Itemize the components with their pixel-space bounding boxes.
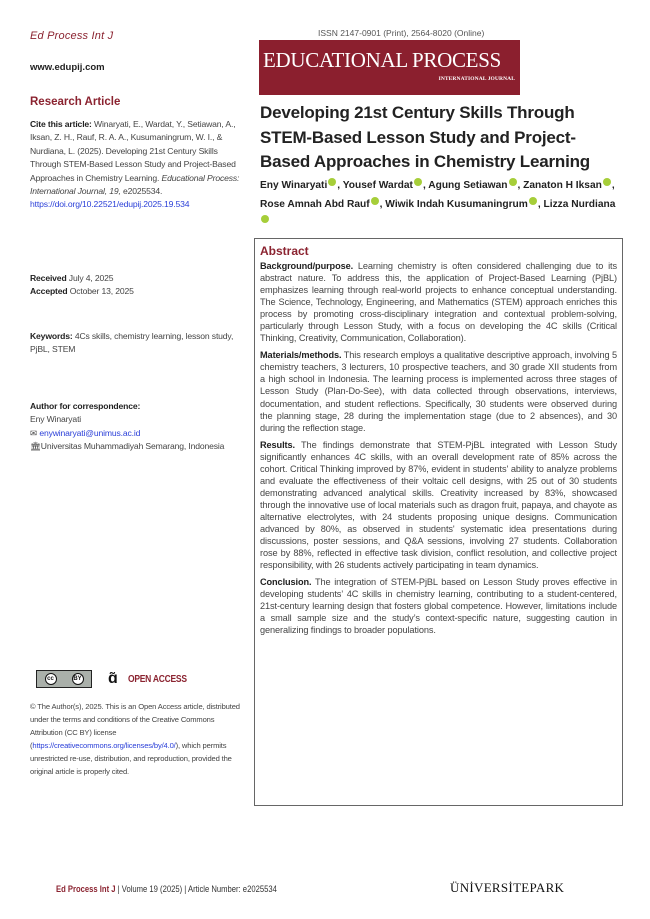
abstract-background: Background/purpose. Learning chemistry i…: [260, 260, 617, 344]
orcid-icon[interactable]: [370, 196, 379, 205]
license-badges: cc BY ɑ̃ OPEN ACCESS: [36, 670, 197, 688]
section-label: Materials/methods.: [260, 350, 342, 361]
orcid-icon[interactable]: [328, 178, 337, 186]
abstract-methods: Materials/methods. This research employs…: [260, 349, 617, 433]
cite-label: Cite this article:: [30, 119, 92, 129]
dates: Received July 4, 2025 Accepted October 1…: [30, 272, 248, 299]
section-text: The findings demonstrate that STEM-PjBL …: [260, 439, 617, 571]
abstract-results: Results. The findings demonstrate that S…: [260, 439, 617, 572]
orcid-icon[interactable]: [602, 178, 611, 186]
license-pre: © The Author(s), 2025. This is an Open A…: [30, 702, 240, 750]
received-label: Received: [30, 273, 67, 283]
open-access-lock-icon: ɑ̃: [108, 670, 118, 687]
footer-journal: Ed Process Int J: [56, 884, 116, 894]
abstract-conclusion: Conclusion. The integration of STEM-PjBL…: [260, 576, 617, 636]
section-text: The integration of STEM-PjBL based on Le…: [260, 577, 617, 636]
author-name: Agung Setiawan: [428, 180, 508, 191]
journal-short-name: Ed Process Int J: [30, 30, 114, 42]
article-type: Research Article: [30, 96, 121, 108]
cc-icon: cc: [44, 673, 57, 685]
author-name: Wiwik Indah Kusumaningrum: [385, 198, 528, 210]
publisher-logo: ÜNİVERSİTEPARK: [450, 880, 565, 895]
open-access-label: OPEN ACCESS: [127, 673, 187, 685]
institution-icon: 🏛: [30, 441, 41, 452]
article-title: Developing 21st Century Skills Through S…: [260, 103, 590, 171]
keywords: Keywords: 4Cs skills, chemistry learning…: [30, 330, 248, 357]
section-text: Learning chemistry is often considered c…: [260, 261, 617, 344]
correspondence-affiliation: Universitas Muhammadiyah Semarang, Indon…: [40, 441, 225, 452]
author-name: Zanaton H Iksan: [523, 180, 602, 191]
section-label: Conclusion.: [260, 577, 312, 588]
author-list: Eny Winaryati, Yousef Wardat, Agung Seti…: [260, 177, 620, 233]
author-name: Lizza Nurdiana: [543, 198, 616, 210]
correspondence: Author for correspondence: Eny Winaryati…: [30, 400, 248, 454]
keywords-list: 4Cs skills, chemistry learning, lesson s…: [30, 331, 234, 355]
doi-link[interactable]: https://doi.org/10.22521/edupij.2025.19.…: [30, 199, 190, 210]
author-name: Eny Winaryati: [260, 180, 328, 191]
section-label: Results.: [260, 439, 295, 450]
license-link[interactable]: https://creativecommons.org/licenses/by/…: [32, 741, 176, 750]
journal-website[interactable]: www.edupij.com: [30, 62, 105, 73]
orcid-icon[interactable]: [413, 178, 422, 186]
orcid-icon[interactable]: [261, 215, 269, 223]
cite-number: e2025534.: [122, 186, 163, 197]
logo-sub: INTERNATIONAL JOURNAL: [438, 76, 515, 82]
correspondence-email[interactable]: enywinaryati@unimus.ac.id: [39, 427, 141, 438]
correspondence-name: Eny Winaryati: [30, 414, 82, 425]
keywords-label: Keywords:: [30, 331, 73, 341]
accepted-date: October 13, 2025: [69, 286, 134, 297]
section-label: Background/purpose.: [260, 261, 354, 271]
author-name: Rose Amnah Abd Rauf: [260, 198, 370, 210]
by-icon: BY: [71, 673, 84, 685]
email-icon: ✉: [30, 427, 38, 438]
correspondence-label: Author for correspondence:: [30, 401, 141, 411]
cite-journal: Educational Process: International Journ…: [30, 172, 240, 197]
orcid-icon[interactable]: [528, 196, 537, 205]
license-text: © The Author(s), 2025. This is an Open A…: [30, 700, 248, 778]
accepted-label: Accepted: [30, 286, 68, 297]
abstract-box: Abstract Background/purpose. Learning ch…: [254, 238, 623, 806]
citation: Cite this article: Winaryati, E., Wardat…: [30, 118, 248, 212]
issn: ISSN 2147-0901 (Print), 2564-8020 (Onlin…: [318, 28, 485, 38]
cc-by-badge[interactable]: cc BY: [36, 670, 92, 688]
footer-details: | Volume 19 (2025) | Article Number: e20…: [115, 884, 277, 894]
logo-main: EDUCATIONAL PROCESS: [263, 48, 501, 72]
section-text: This research employs a qualitative desc…: [260, 350, 617, 433]
journal-logo: EDUCATIONAL PROCESS INTERNATIONAL JOURNA…: [259, 40, 520, 95]
author-name: Yousef Wardat: [342, 180, 413, 191]
orcid-icon[interactable]: [508, 178, 517, 186]
cite-text: Winaryati, E., Wardat, Y., Setiawan, A.,…: [30, 119, 236, 183]
received-date: July 4, 2025: [68, 273, 114, 283]
footer-citation: Ed Process Int J | Volume 19 (2025) | Ar…: [56, 884, 277, 894]
abstract-heading: Abstract: [260, 244, 309, 258]
license-post: ), which permits unrestricted re-use, di…: [30, 741, 232, 776]
